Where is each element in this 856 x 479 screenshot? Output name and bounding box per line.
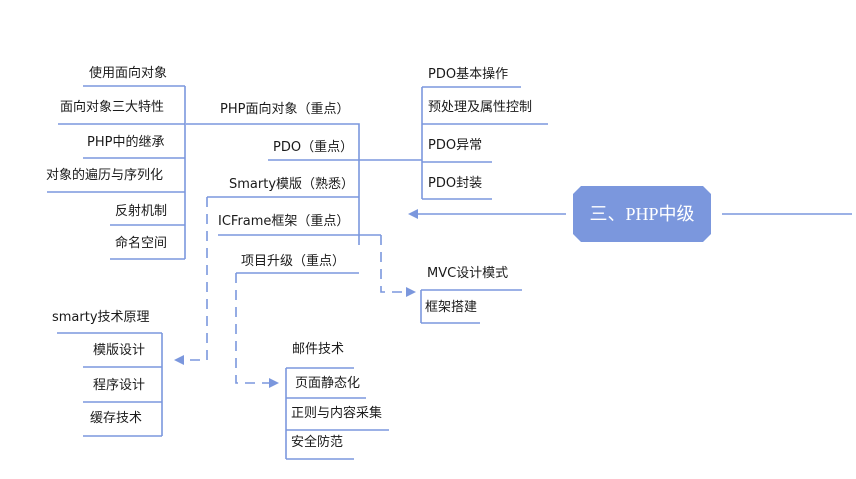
arrowhead-to-hub bbox=[408, 209, 418, 219]
oop-item-4[interactable]: 对象的遍历与序列化 bbox=[46, 168, 164, 183]
oop-item-1[interactable]: 使用面向对象 bbox=[89, 66, 168, 81]
oop-item-6[interactable]: 命名空间 bbox=[115, 236, 168, 251]
smarty-item-1[interactable]: smarty技术原理 bbox=[52, 310, 150, 325]
branch-pdo-label[interactable]: PDO（重点） bbox=[273, 140, 354, 155]
arrowhead-to-upgrade bbox=[269, 378, 279, 388]
arrowhead-to-smarty bbox=[174, 355, 184, 365]
upgrade-item-3[interactable]: 正则与内容采集 bbox=[291, 406, 383, 421]
center-topic[interactable]: 三、PHP中级 bbox=[573, 186, 711, 242]
smarty-item-2[interactable]: 模版设计 bbox=[93, 343, 146, 358]
upgrade-item-2[interactable]: 页面静态化 bbox=[295, 376, 361, 391]
connector-icframe-dashed bbox=[380, 235, 408, 293]
branch-upgrade-label[interactable]: 项目升级（重点） bbox=[241, 254, 346, 269]
branch-smarty-label[interactable]: Smarty模版（熟悉） bbox=[229, 177, 355, 192]
oop-item-3[interactable]: PHP中的继承 bbox=[87, 135, 165, 150]
oop-item-5[interactable]: 反射机制 bbox=[115, 204, 168, 219]
arrowhead-to-icframe bbox=[406, 287, 416, 297]
smarty-item-3[interactable]: 程序设计 bbox=[93, 378, 146, 393]
pdo-item-2[interactable]: 预处理及属性控制 bbox=[428, 100, 533, 115]
icframe-item-2[interactable]: 框架搭建 bbox=[425, 300, 478, 315]
icframe-item-1[interactable]: MVC设计模式 bbox=[427, 266, 509, 281]
connector-smarty-dashed bbox=[182, 197, 208, 361]
smarty-item-4[interactable]: 缓存技术 bbox=[90, 411, 143, 426]
branch-icframe-label[interactable]: ICFrame框架（重点） bbox=[218, 214, 350, 229]
connector-upgrade-dashed bbox=[235, 273, 271, 384]
oop-item-2[interactable]: 面向对象三大特性 bbox=[60, 100, 165, 115]
connector-oop-underline bbox=[186, 123, 360, 245]
branch-oop-label[interactable]: PHP面向对象（重点） bbox=[220, 102, 350, 117]
pdo-item-1[interactable]: PDO基本操作 bbox=[428, 67, 509, 82]
upgrade-item-4[interactable]: 安全防范 bbox=[291, 435, 344, 450]
pdo-item-3[interactable]: PDO异常 bbox=[428, 138, 483, 153]
upgrade-item-1[interactable]: 邮件技术 bbox=[292, 342, 345, 357]
pdo-item-4[interactable]: PDO封装 bbox=[428, 176, 483, 191]
